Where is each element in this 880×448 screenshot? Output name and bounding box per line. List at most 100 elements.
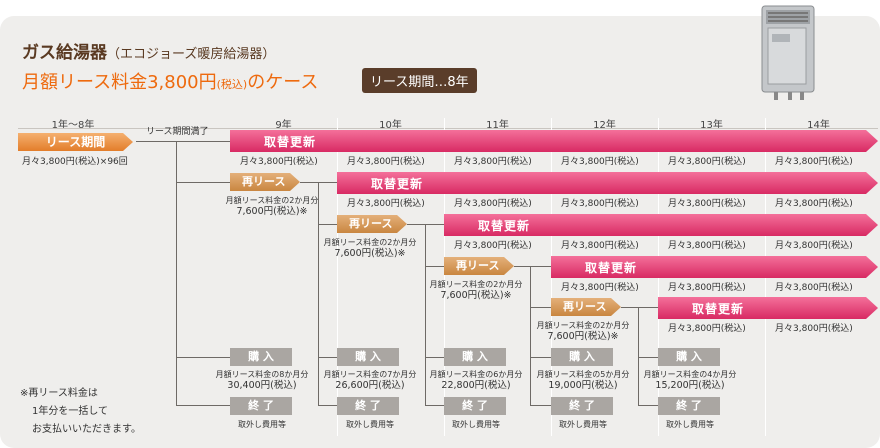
purchase-note: 月額リース料金の5か月分 (536, 370, 630, 379)
year-header-4: 12年 (593, 120, 616, 131)
headline: 月額リース料金3,800円(税込)のケース (22, 68, 318, 94)
purchase-box-2: 購 入 (337, 348, 399, 366)
connector-line (514, 266, 551, 267)
connector-line (425, 266, 444, 267)
connector-line (638, 405, 658, 406)
purchase-box-4: 購 入 (551, 348, 613, 366)
end-box-3: 終 了 (444, 397, 506, 415)
fee-r3c3: 月々3,800円(税込) (454, 241, 532, 251)
year-divider (444, 118, 445, 436)
water-heater-image (754, 4, 820, 100)
end-note-1: 取外し費用等 (238, 420, 286, 429)
fee-r3c5: 月々3,800円(税込) (668, 241, 746, 251)
re-lease-amount: 7,600円(税込)※ (334, 248, 406, 259)
connector-line (638, 307, 639, 405)
year-header-5: 13年 (700, 120, 723, 131)
purchase-box-1: 購 入 (230, 348, 292, 366)
re-lease-amount: 7,600円(税込)※ (440, 290, 512, 301)
connector-line (136, 141, 230, 142)
fee-r1c2: 月々3,800円(税込) (347, 157, 425, 167)
title-main: ガス給湯器 (22, 43, 107, 63)
page-title: ガス給湯器（エコジョーズ暖房給湯器） (22, 38, 275, 63)
year-header-1: 9年 (275, 120, 292, 131)
re-lease-note: 月額リース料金の2か月分 (536, 321, 630, 330)
connector-line (176, 357, 230, 358)
connector-line (176, 405, 230, 406)
replace-bar-2: 取替更新 (337, 172, 878, 194)
re-lease-note: 月額リース料金の2か月分 (323, 238, 417, 247)
end-box-1: 終 了 (230, 397, 292, 415)
end-box-4: 終 了 (551, 397, 613, 415)
fee-r3c6: 月々3,800円(税込) (775, 241, 853, 251)
period-badge: リース期間…8年 (362, 68, 477, 93)
replace-bar-5: 取替更新 (658, 297, 878, 319)
footnote-line-1: ※再リース料金は (20, 388, 98, 399)
end-box-5: 終 了 (658, 397, 720, 415)
end-note-5: 取外し費用等 (666, 420, 714, 429)
replace-label: 取替更新 (478, 219, 531, 233)
year-header-6: 14年 (807, 120, 830, 131)
purchase-amount: 22,800円(税込) (441, 380, 511, 391)
fee-r2c4: 月々3,800円(税込) (561, 199, 639, 209)
purchase-note: 月額リース料金の8か月分 (215, 370, 309, 379)
fee-r2c5: 月々3,800円(税込) (668, 199, 746, 209)
re-lease-note: 月額リース料金の2か月分 (225, 196, 319, 205)
purchase-amount: 26,600円(税込) (335, 380, 405, 391)
connector-line (318, 405, 337, 406)
footnote-line-2: 1年分を一括して (32, 406, 109, 417)
purchase-box-3: 購 入 (444, 348, 506, 366)
purchase-note: 月額リース料金の6か月分 (429, 370, 523, 379)
fee-r3c4: 月々3,800円(税込) (561, 241, 639, 251)
fee-r1c3: 月々3,800円(税込) (454, 157, 532, 167)
fee-r2c6: 月々3,800円(税込) (775, 199, 853, 209)
end-note-4: 取外し費用等 (559, 420, 607, 429)
lease-end-label: リース期間満了 (146, 127, 209, 137)
title-sub: （エコジョーズ暖房給湯器） (107, 47, 276, 62)
connector-line (530, 307, 551, 308)
purchase-note: 月額リース料金の7か月分 (323, 370, 417, 379)
lease-fee: 月々3,800円(税込)×96回 (22, 157, 128, 167)
headline-main: 月額リース料金3,800円 (22, 72, 217, 93)
connector-line (638, 357, 658, 358)
connector-line (425, 405, 444, 406)
re-lease-bar-2: 再リース (337, 215, 407, 233)
end-note-3: 取外し費用等 (452, 420, 500, 429)
re-lease-bar-4: 再リース (551, 298, 621, 316)
re-lease-note: 月額リース料金の2か月分 (429, 280, 523, 289)
connector-line (318, 357, 337, 358)
end-note-2: 取外し費用等 (346, 420, 394, 429)
purchase-amount: 15,200円(税込) (655, 380, 725, 391)
fee-r1c4: 月々3,800円(税込) (561, 157, 639, 167)
lease-period-bar: リース期間 (18, 133, 133, 151)
replace-label: 取替更新 (585, 261, 638, 275)
connector-line (530, 357, 551, 358)
replace-label: 取替更新 (264, 135, 317, 149)
fee-r1c6: 月々3,800円(税込) (775, 157, 853, 167)
replace-label: 取替更新 (371, 177, 424, 191)
fee-r1c1: 月々3,800円(税込) (240, 157, 318, 167)
fee-r2c3: 月々3,800円(税込) (454, 199, 532, 209)
year-header-3: 11年 (486, 120, 509, 131)
year-header-2: 10年 (379, 120, 402, 131)
fee-r5c5: 月々3,800円(税込) (668, 324, 746, 334)
year-divider (337, 118, 338, 436)
replace-bar-4: 取替更新 (551, 256, 878, 278)
connector-line (530, 405, 551, 406)
fee-r4c5: 月々3,800円(税込) (668, 283, 746, 293)
purchase-amount: 19,000円(税込) (548, 380, 618, 391)
fee-r4c6: 月々3,800円(税込) (775, 283, 853, 293)
connector-line (318, 182, 319, 405)
purchase-note: 月額リース料金の4か月分 (643, 370, 737, 379)
purchase-amount: 30,400円(税込) (227, 380, 297, 391)
connector-line (176, 141, 177, 405)
re-lease-bar-3: 再リース (444, 257, 514, 275)
header-divider (18, 128, 878, 129)
connector-line (425, 224, 426, 405)
